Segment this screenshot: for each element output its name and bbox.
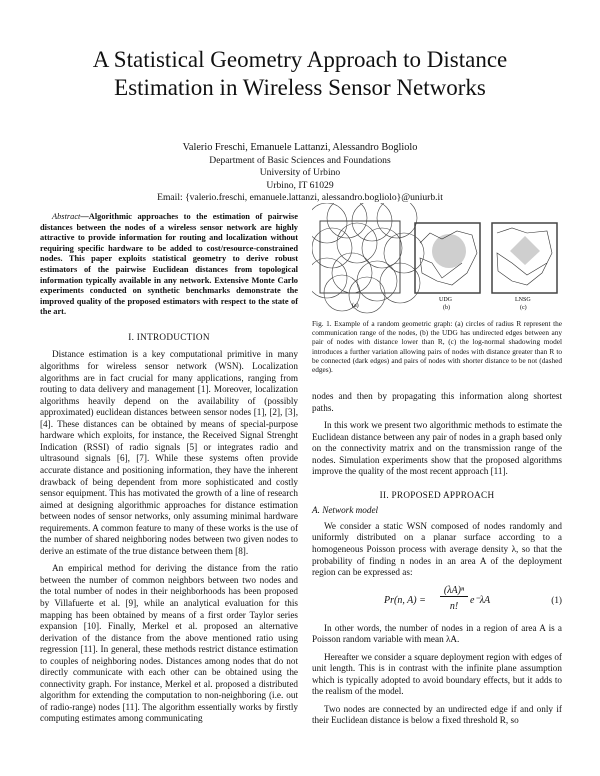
paragraph: nodes and then by propagating this infor… xyxy=(312,391,562,413)
panel-c-title: LNSG xyxy=(515,297,531,303)
panel-c-label: (c) xyxy=(520,304,527,311)
intro-paragraph: Distance estimation is a key computation… xyxy=(40,349,298,556)
panel-b xyxy=(414,222,481,294)
subsection-heading: A. Network model xyxy=(312,505,379,516)
paragraph: In this work we present two algorithmic … xyxy=(312,420,562,477)
panel-a xyxy=(306,197,425,314)
paragraph: In other words, the number of nodes in a… xyxy=(312,622,562,645)
authors: Valerio Freschi, Emanuele Lattanzi, Ales… xyxy=(182,142,418,153)
email: Email: {valerio.freschi, emanuele.lattan… xyxy=(157,191,443,203)
left-column: Abstract—Algorithmic approaches to the e… xyxy=(40,212,298,725)
paper-title: A Statistical Geometry Approach to Dista… xyxy=(92,47,508,100)
section-heading-introduction: I. INTRODUCTION xyxy=(128,331,210,342)
paragraph: Two nodes are connected by an undirected… xyxy=(312,703,562,726)
paragraph: We consider a static WSN composed of nod… xyxy=(312,520,562,578)
panel-a-label: (a) xyxy=(352,302,359,309)
author-block: Valerio Freschi, Emanuele Lattanzi, Ales… xyxy=(0,142,600,204)
section-heading-proposed-approach: II. PROPOSED APPROACH xyxy=(379,489,495,500)
intro-paragraph: An empirical method for deriving the dis… xyxy=(40,563,298,724)
abstract: Abstract—Algorithmic approaches to the e… xyxy=(40,212,298,317)
city: Urbino, IT 61029 xyxy=(266,179,334,191)
equation-1: Pr(n, A) = (λA)ⁿ n! e⁻λA (1) xyxy=(384,584,562,612)
panel-b-label: (b) xyxy=(443,304,450,311)
figure-1: (a) UDG (b) LNSG (c) xyxy=(306,197,562,315)
panel-b-title: UDG xyxy=(439,297,453,303)
university: University of Urbino xyxy=(259,167,341,179)
right-column: nodes and then by propagating this infor… xyxy=(312,391,562,727)
network-graph-figure: (a) UDG (b) LNSG (c) xyxy=(306,197,558,314)
figure-caption: Fig. 1. Example of a random geometric gr… xyxy=(312,319,562,375)
paragraph: Hereafter we consider a square deploymen… xyxy=(312,651,562,697)
department: Department of Basic Sciences and Foundat… xyxy=(209,155,391,167)
panel-c xyxy=(491,222,558,294)
